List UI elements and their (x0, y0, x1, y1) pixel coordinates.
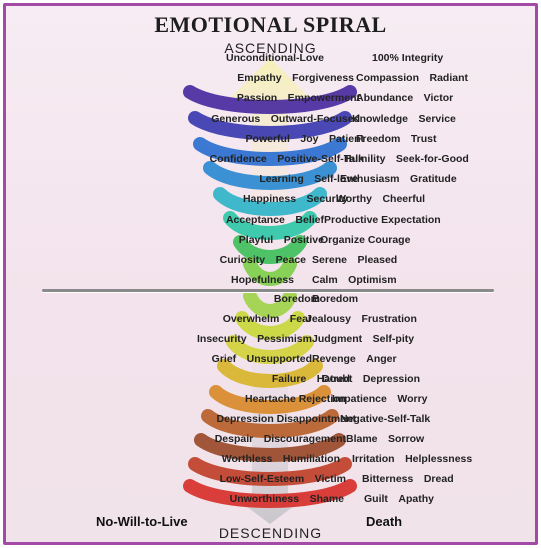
lower-left-item: Failure Hatred (271, 373, 350, 385)
ascending-label: ASCENDING (224, 40, 317, 56)
lower-left-item: Grief Unsupported (211, 353, 312, 365)
upper-right-item: Enthusiasm Gratitude (340, 173, 457, 186)
lower-left-item: Unworthiness Shame (229, 493, 344, 505)
upper-left-item: Happiness Security (242, 193, 348, 206)
lower-right-item: Revenge Anger (312, 353, 397, 365)
lower-right-item: Jealousy Frustration (306, 313, 417, 325)
upper-right-item: Calm Optimism (312, 274, 397, 287)
upper-left-item: Unconditional-Love (226, 52, 324, 64)
upper-right-item: Knowledge Service (352, 112, 456, 125)
upper-left-item: Powerful Joy Patient (245, 132, 364, 145)
ascending-coil (233, 235, 307, 264)
upper-right-item: 100% Integrity (372, 52, 444, 64)
ascending-coil (188, 111, 352, 140)
upper-left-item: Generous Outward-Focused (211, 112, 360, 125)
upper-right-item: Freedom Trust (356, 132, 437, 145)
upper-right-item: Worthy Cheerful (336, 193, 426, 206)
ascending-coil (223, 211, 317, 240)
lower-right-item: Bitterness Dread (362, 473, 454, 485)
lower-right-item: Impatience Worry (332, 393, 428, 405)
upper-left-item: Curiosity Peace (219, 254, 306, 266)
divider-line (42, 289, 494, 292)
upper-left-item: Hopefulness (230, 274, 294, 287)
lower-left-item: Despair Discouragement (214, 433, 346, 445)
lower-left-item: Depression Disappointment (216, 413, 356, 425)
ascending-coil (213, 187, 327, 216)
descending-coil (209, 385, 331, 414)
lower-right-item: Doubt Depression (322, 373, 421, 385)
upper-left-item: Acceptance Belief (225, 213, 324, 226)
upper-right-item: Abundance Victor (356, 92, 454, 105)
emotional-spiral-poster: EMOTIONAL SPIRAL ASCENDING Unconditional… (3, 3, 538, 545)
upper-right-item: Compassion Radiant (356, 72, 469, 85)
ascending-coil (243, 257, 297, 286)
descending-coil (194, 433, 346, 462)
lower-right-item: Judgment Self-pity (312, 333, 415, 345)
no-will-to-live-label: No-Will-to-Live (96, 514, 188, 529)
death-label: Death (366, 514, 403, 529)
lower-left-item: Worthless Humiliation (221, 453, 340, 465)
ascending-coil (203, 161, 337, 190)
upper-left-item: Confidence Positive-Self-Talk (209, 153, 364, 165)
lower-left-item: Overwhelm Fear (222, 313, 312, 325)
descending-coil (226, 335, 314, 364)
descending-coil (188, 457, 352, 486)
lower-left-item: Low-Self-Esteem Victim (219, 473, 346, 485)
upper-right-item: Humility Seek-for-Good (344, 153, 469, 165)
descending-coil (183, 479, 357, 508)
upper-right-item: Organize Courage (320, 233, 411, 246)
poster-title: EMOTIONAL SPIRAL (154, 12, 387, 37)
lower-left-item: Insecurity Pessimism (197, 333, 312, 345)
descending-coil (243, 289, 297, 318)
upper-left-item: Passion Empowerment (236, 92, 360, 105)
ascending-coil (193, 137, 347, 166)
lower-right-item: Negative-Self-Talk (340, 413, 431, 425)
lower-right-item: Irritation Helplessness (352, 453, 473, 465)
upper-right-item: Productive Expectation (324, 213, 441, 226)
lower-left-item: Boredom (273, 293, 320, 305)
descending-coil (235, 311, 305, 340)
descending-coil (201, 409, 339, 438)
lower-right-item: Boredom (312, 293, 359, 305)
descending-coil (217, 359, 323, 388)
upper-left-item: Empathy Forgiveness (237, 72, 354, 85)
lower-right-item: Guilt Apathy (364, 493, 434, 505)
upper-left-item: Learning Self-love (259, 173, 358, 186)
descending-label: DESCENDING (218, 525, 323, 541)
lower-right-item: Blame Sorrow (346, 433, 425, 445)
spiral-graphic (183, 58, 357, 524)
ascending-coil (183, 85, 357, 114)
upper-left-item: Playful Positive (238, 233, 324, 246)
upper-right-item: Serene Pleased (312, 254, 398, 266)
lower-left-item: Heartache Rejection (245, 393, 346, 405)
